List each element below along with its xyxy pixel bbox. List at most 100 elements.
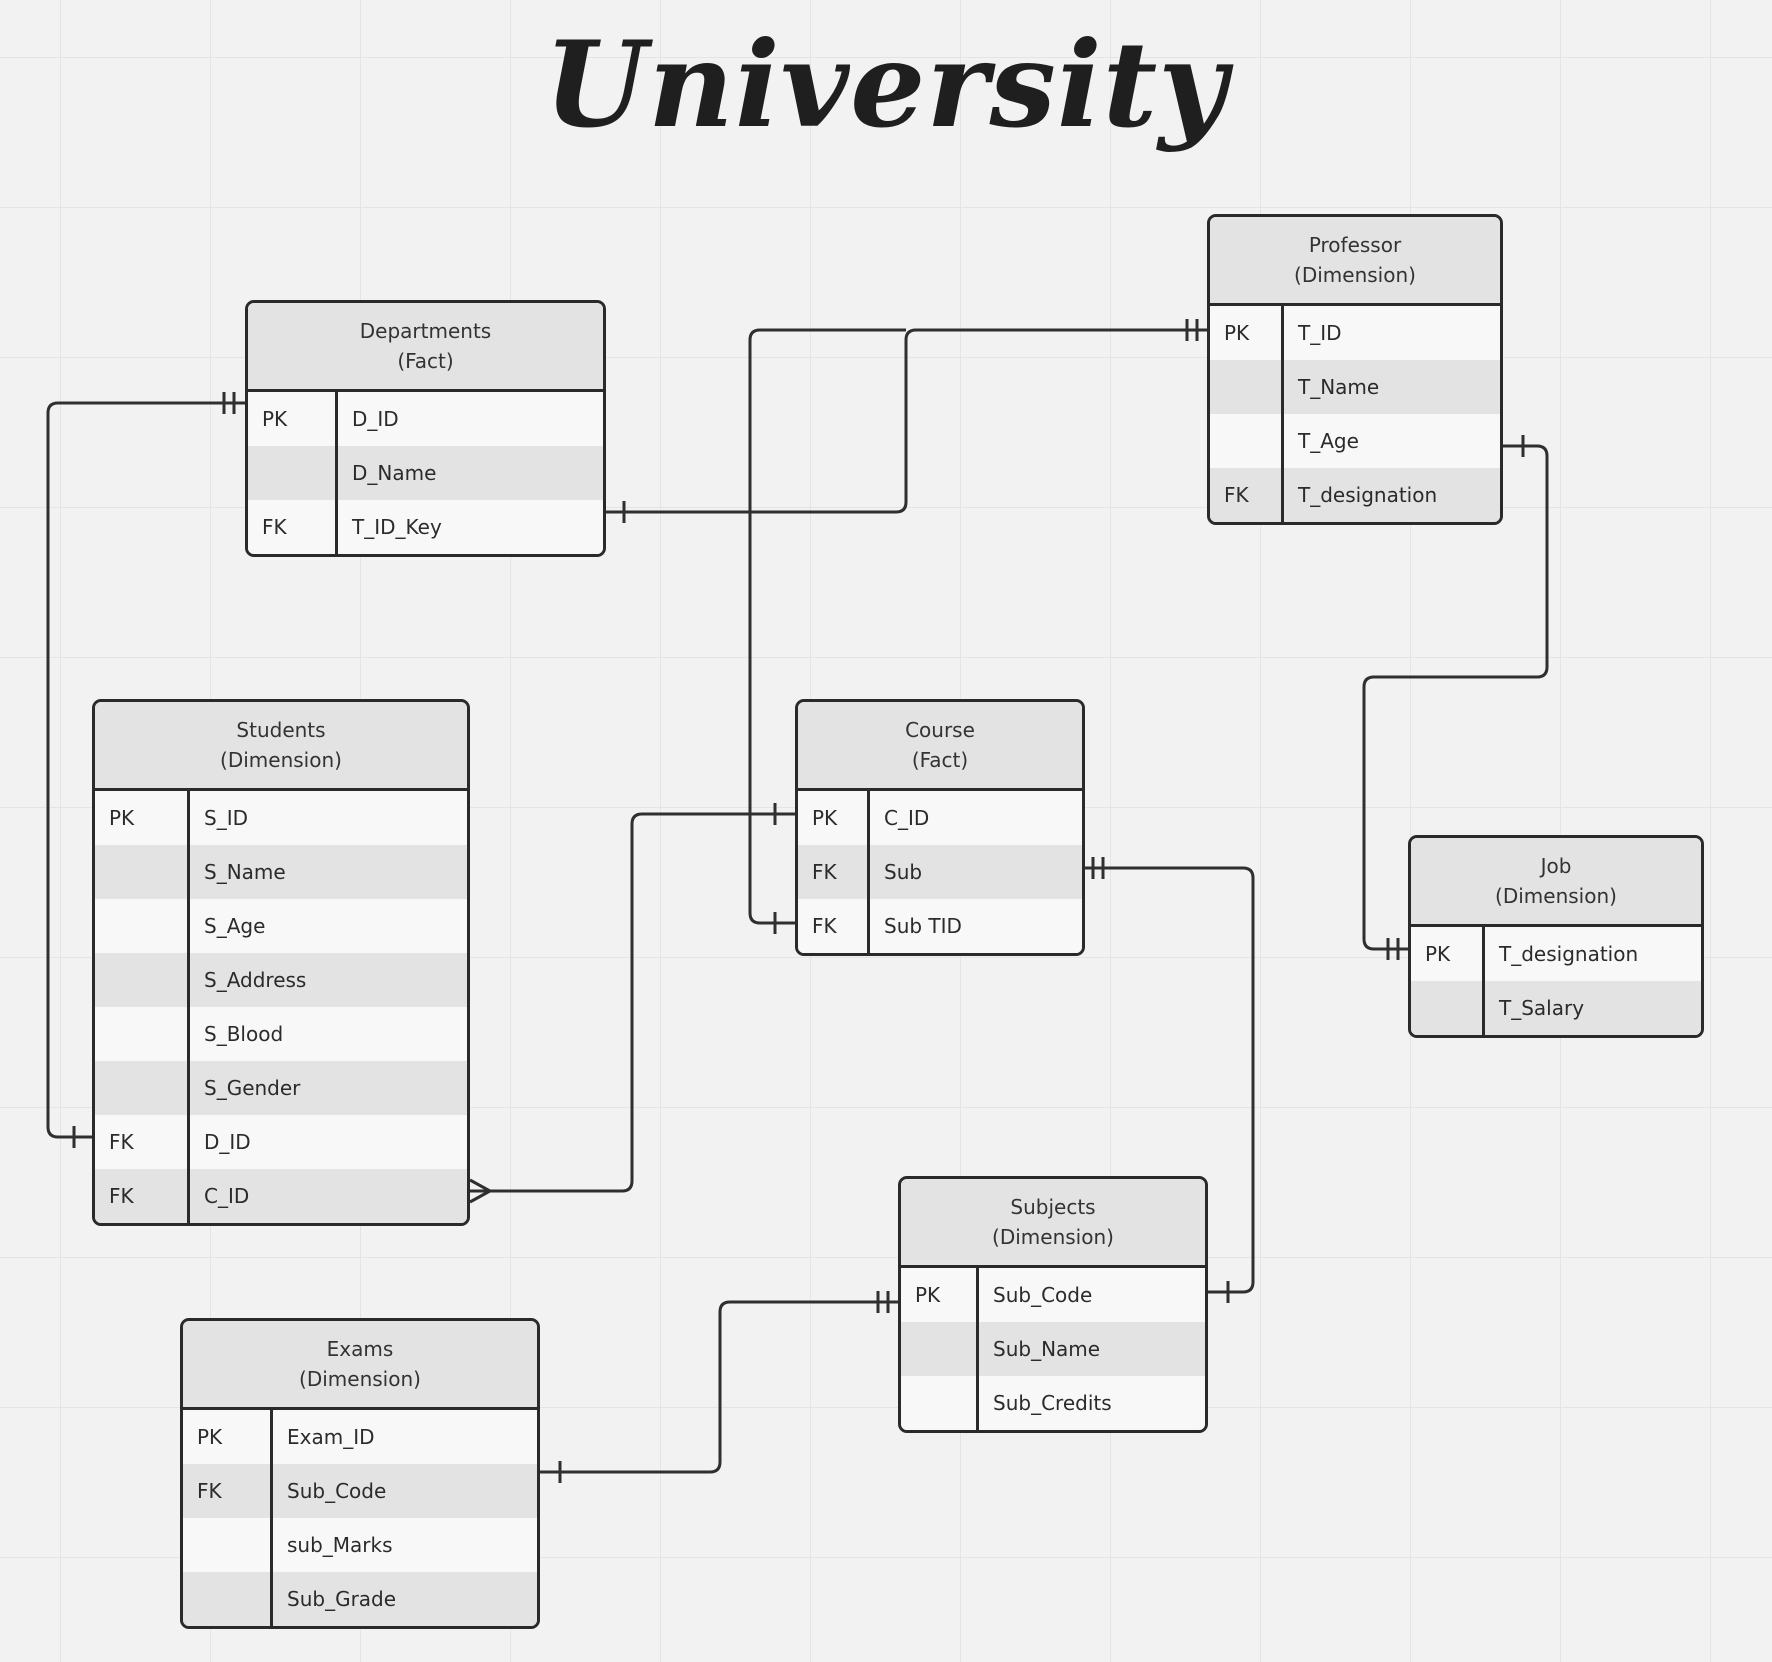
entity-departments[interactable]: Departments (Fact) PK D_ID D_Name FK T_ID_… (245, 300, 606, 557)
entity-name: Students (236, 718, 326, 742)
field-cell: T_Salary (1499, 996, 1585, 1020)
entity-row: S_Address (95, 953, 467, 1007)
field-cell: S_Name (204, 860, 286, 884)
entity-type: (Fact) (397, 349, 454, 373)
entity-name: Professor (1308, 233, 1402, 257)
entity-type: (Dimension) (992, 1225, 1114, 1249)
key-cell (901, 1376, 979, 1430)
field-cell: S_Gender (204, 1076, 301, 1100)
field-cell: T_designation (1499, 942, 1639, 966)
entity-students[interactable]: Students (Dimension) PK S_ID S_Name S_Age… (92, 699, 470, 1226)
field-cell: T_Name (1298, 375, 1380, 399)
field-cell: Sub TID (884, 914, 962, 938)
entity-header: Exams (Dimension) (183, 1321, 537, 1410)
entity-row: Sub_Credits (901, 1376, 1205, 1430)
field-cell: C_ID (204, 1184, 250, 1208)
key-cell: FK (798, 845, 870, 899)
entity-name: Departments (359, 319, 492, 343)
entity-row: FK Sub TID (798, 899, 1082, 953)
field-cell: S_Address (204, 968, 307, 992)
field-cell: Sub (884, 860, 923, 884)
key-cell: PK (1210, 306, 1284, 360)
field-cell: T_ID (1298, 321, 1342, 345)
key-cell: PK (95, 791, 190, 845)
key-cell (1210, 414, 1284, 468)
key-cell: PK (901, 1268, 979, 1322)
key-cell: PK (248, 392, 338, 446)
entity-row: T_Age (1210, 414, 1500, 468)
field-cell: D_ID (204, 1130, 251, 1154)
entity-row: PK S_ID (95, 791, 467, 845)
entity-subjects[interactable]: Subjects (Dimension) PK Sub_Code Sub_Name… (898, 1176, 1208, 1433)
field-cell: T_ID_Key (352, 515, 442, 539)
key-cell: FK (95, 1115, 190, 1169)
key-cell: FK (248, 500, 338, 554)
field-cell: Sub_Code (287, 1479, 387, 1503)
key-cell (95, 1061, 190, 1115)
entity-row: T_Salary (1411, 981, 1701, 1035)
field-cell: S_Blood (204, 1022, 284, 1046)
entity-row: PK T_ID (1210, 306, 1500, 360)
entity-row: S_Age (95, 899, 467, 953)
field-cell: sub_Marks (287, 1533, 393, 1557)
entity-row: Sub_Name (901, 1322, 1205, 1376)
key-cell (1411, 981, 1485, 1035)
key-cell (183, 1572, 273, 1626)
entity-header: Subjects (Dimension) (901, 1179, 1205, 1268)
field-cell: S_ID (204, 806, 248, 830)
key-cell (901, 1322, 979, 1376)
entity-row: S_Name (95, 845, 467, 899)
connector-course-students (470, 812, 795, 1193)
entity-type: (Dimension) (1294, 263, 1416, 287)
field-cell: Sub_Grade (287, 1587, 397, 1611)
field-cell: C_ID (884, 806, 930, 830)
entity-row: FK Sub (798, 845, 1082, 899)
field-cell: Sub_Code (993, 1283, 1093, 1307)
entity-header: Course (Fact) (798, 702, 1082, 791)
key-cell: FK (95, 1169, 190, 1223)
entity-type: (Dimension) (220, 748, 342, 772)
entity-row: D_Name (248, 446, 603, 500)
field-cell: Exam_ID (287, 1425, 375, 1449)
entity-name: Exams (326, 1337, 394, 1361)
entity-name: Job (1540, 854, 1572, 878)
field-cell: D_Name (352, 461, 437, 485)
field-cell: D_ID (352, 407, 399, 431)
key-cell (95, 953, 190, 1007)
entity-type: (Dimension) (299, 1367, 421, 1391)
entity-row: FK Sub_Code (183, 1464, 537, 1518)
key-cell: PK (798, 791, 870, 845)
key-cell (95, 845, 190, 899)
key-cell (95, 1007, 190, 1061)
field-cell: Sub_Credits (993, 1391, 1112, 1415)
key-cell: FK (1210, 468, 1284, 522)
entity-course[interactable]: Course (Fact) PK C_ID FK Sub FK Sub TID (795, 699, 1085, 956)
entity-row: PK Sub_Code (901, 1268, 1205, 1322)
entity-name: Course (905, 718, 975, 742)
field-cell: T_designation (1298, 483, 1438, 507)
entity-row: FK T_ID_Key (248, 500, 603, 554)
key-cell (95, 899, 190, 953)
key-cell (248, 446, 338, 500)
marker-crows-foot (469, 1178, 494, 1204)
entity-row: FK T_designation (1210, 468, 1500, 522)
key-cell (183, 1518, 273, 1572)
entity-header: Students (Dimension) (95, 702, 467, 791)
diagram-title: University (544, 15, 1228, 154)
entity-type: (Fact) (911, 748, 969, 772)
entity-row: FK D_ID (95, 1115, 467, 1169)
key-cell (1210, 360, 1284, 414)
field-cell: Sub_Name (993, 1337, 1101, 1361)
entity-name: Subjects (1010, 1195, 1096, 1219)
key-cell: FK (798, 899, 870, 953)
entity-header: Job (Dimension) (1411, 838, 1701, 927)
key-cell: FK (183, 1464, 273, 1518)
entity-job[interactable]: Job (Dimension) PK T_designation T_Salary (1408, 835, 1704, 1038)
key-cell: PK (1411, 927, 1485, 981)
entity-row: FK C_ID (95, 1169, 467, 1223)
entity-professor[interactable]: Professor (Dimension) PK T_ID T_Name T_Ag… (1207, 214, 1503, 525)
entity-type: (Dimension) (1495, 884, 1617, 908)
entity-header: Departments (Fact) (248, 303, 603, 392)
